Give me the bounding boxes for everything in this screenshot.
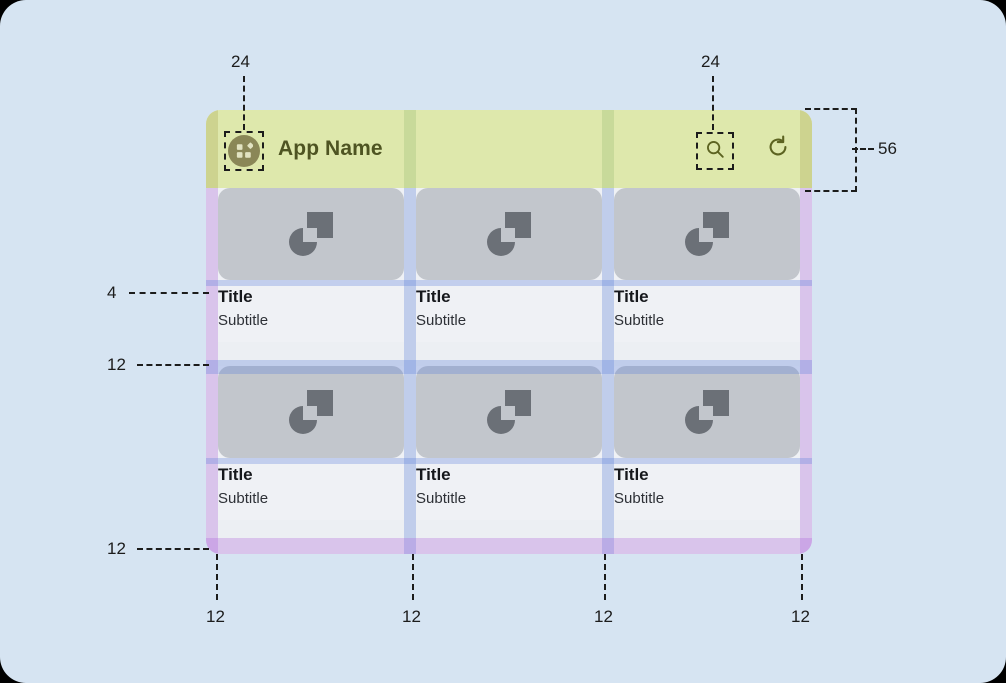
annotation-label-left-margin: 12 <box>206 607 225 626</box>
card-subtitle: Subtitle <box>218 490 269 507</box>
annotation-label-appbar-height: 56 <box>878 139 897 158</box>
card-title: Title <box>218 465 253 484</box>
annotation-leader-gutter-1 <box>412 554 414 600</box>
card-title: Title <box>218 287 253 306</box>
app-mock: App Name <box>206 110 812 554</box>
search-button[interactable] <box>696 132 734 170</box>
refresh-button[interactable] <box>761 132 795 166</box>
card-media <box>416 188 602 280</box>
widgets-icon <box>228 135 260 167</box>
card[interactable]: Title Subtitle <box>614 366 800 520</box>
annotation-label-row-gap: 12 <box>107 355 126 374</box>
annotation-label-bottom-margin: 12 <box>107 539 126 558</box>
annotation-label-media-title-gap: 4 <box>107 283 117 302</box>
annotation-leader-right-margin <box>801 554 803 600</box>
card-media <box>218 366 404 458</box>
card[interactable]: Title Subtitle <box>416 366 602 520</box>
annotation-leader-menu-icon <box>243 76 245 130</box>
card-subtitle: Subtitle <box>416 312 467 329</box>
search-icon <box>704 138 726 165</box>
annotation-leader-search-icon <box>712 76 714 130</box>
image-placeholder-icon <box>487 390 531 434</box>
card-subtitle: Subtitle <box>218 312 269 329</box>
app-title: App Name <box>278 137 383 160</box>
image-placeholder-icon <box>685 390 729 434</box>
image-placeholder-icon <box>487 212 531 256</box>
card[interactable]: Title Subtitle <box>218 366 404 520</box>
card-media <box>416 366 602 458</box>
card-media <box>614 188 800 280</box>
card-subtitle: Subtitle <box>614 312 665 329</box>
image-placeholder-icon <box>289 212 333 256</box>
image-placeholder-icon <box>685 212 729 256</box>
annotation-leader-gutter-2 <box>604 554 606 600</box>
annotation-label-search-icon-size: 24 <box>701 52 720 71</box>
card[interactable]: Title Subtitle <box>218 188 404 342</box>
annotation-label-menu-icon-size: 24 <box>231 52 250 71</box>
annotation-leader-row-gap <box>137 364 209 366</box>
card[interactable]: Title Subtitle <box>416 188 602 342</box>
card-media <box>218 188 404 280</box>
annotation-bracket-appbar-height <box>805 108 857 192</box>
app-bar: App Name <box>206 110 812 188</box>
card-title: Title <box>416 287 451 306</box>
menu-button[interactable] <box>224 131 264 171</box>
card-media <box>614 366 800 458</box>
card-subtitle: Subtitle <box>416 490 467 507</box>
card-title: Title <box>614 287 649 306</box>
card-title: Title <box>614 465 649 484</box>
card-grid: Title Subtitle Title Subtitle <box>206 188 812 554</box>
card[interactable]: Title Subtitle <box>614 188 800 342</box>
card-title: Title <box>416 465 451 484</box>
card-subtitle: Subtitle <box>614 490 665 507</box>
annotation-label-gutter-2: 12 <box>594 607 613 626</box>
annotation-leader-bottom-margin <box>137 548 209 550</box>
annotation-label-gutter-1: 12 <box>402 607 421 626</box>
card-row: Title Subtitle Title Subtitle <box>218 366 800 520</box>
annotation-leader-appbar-height <box>852 148 874 150</box>
image-placeholder-icon <box>289 390 333 434</box>
refresh-icon <box>766 135 790 164</box>
card-row: Title Subtitle Title Subtitle <box>218 188 800 342</box>
annotation-label-right-margin: 12 <box>791 607 810 626</box>
annotation-leader-left-margin <box>216 554 218 600</box>
annotation-leader-media-title-gap <box>129 292 209 294</box>
